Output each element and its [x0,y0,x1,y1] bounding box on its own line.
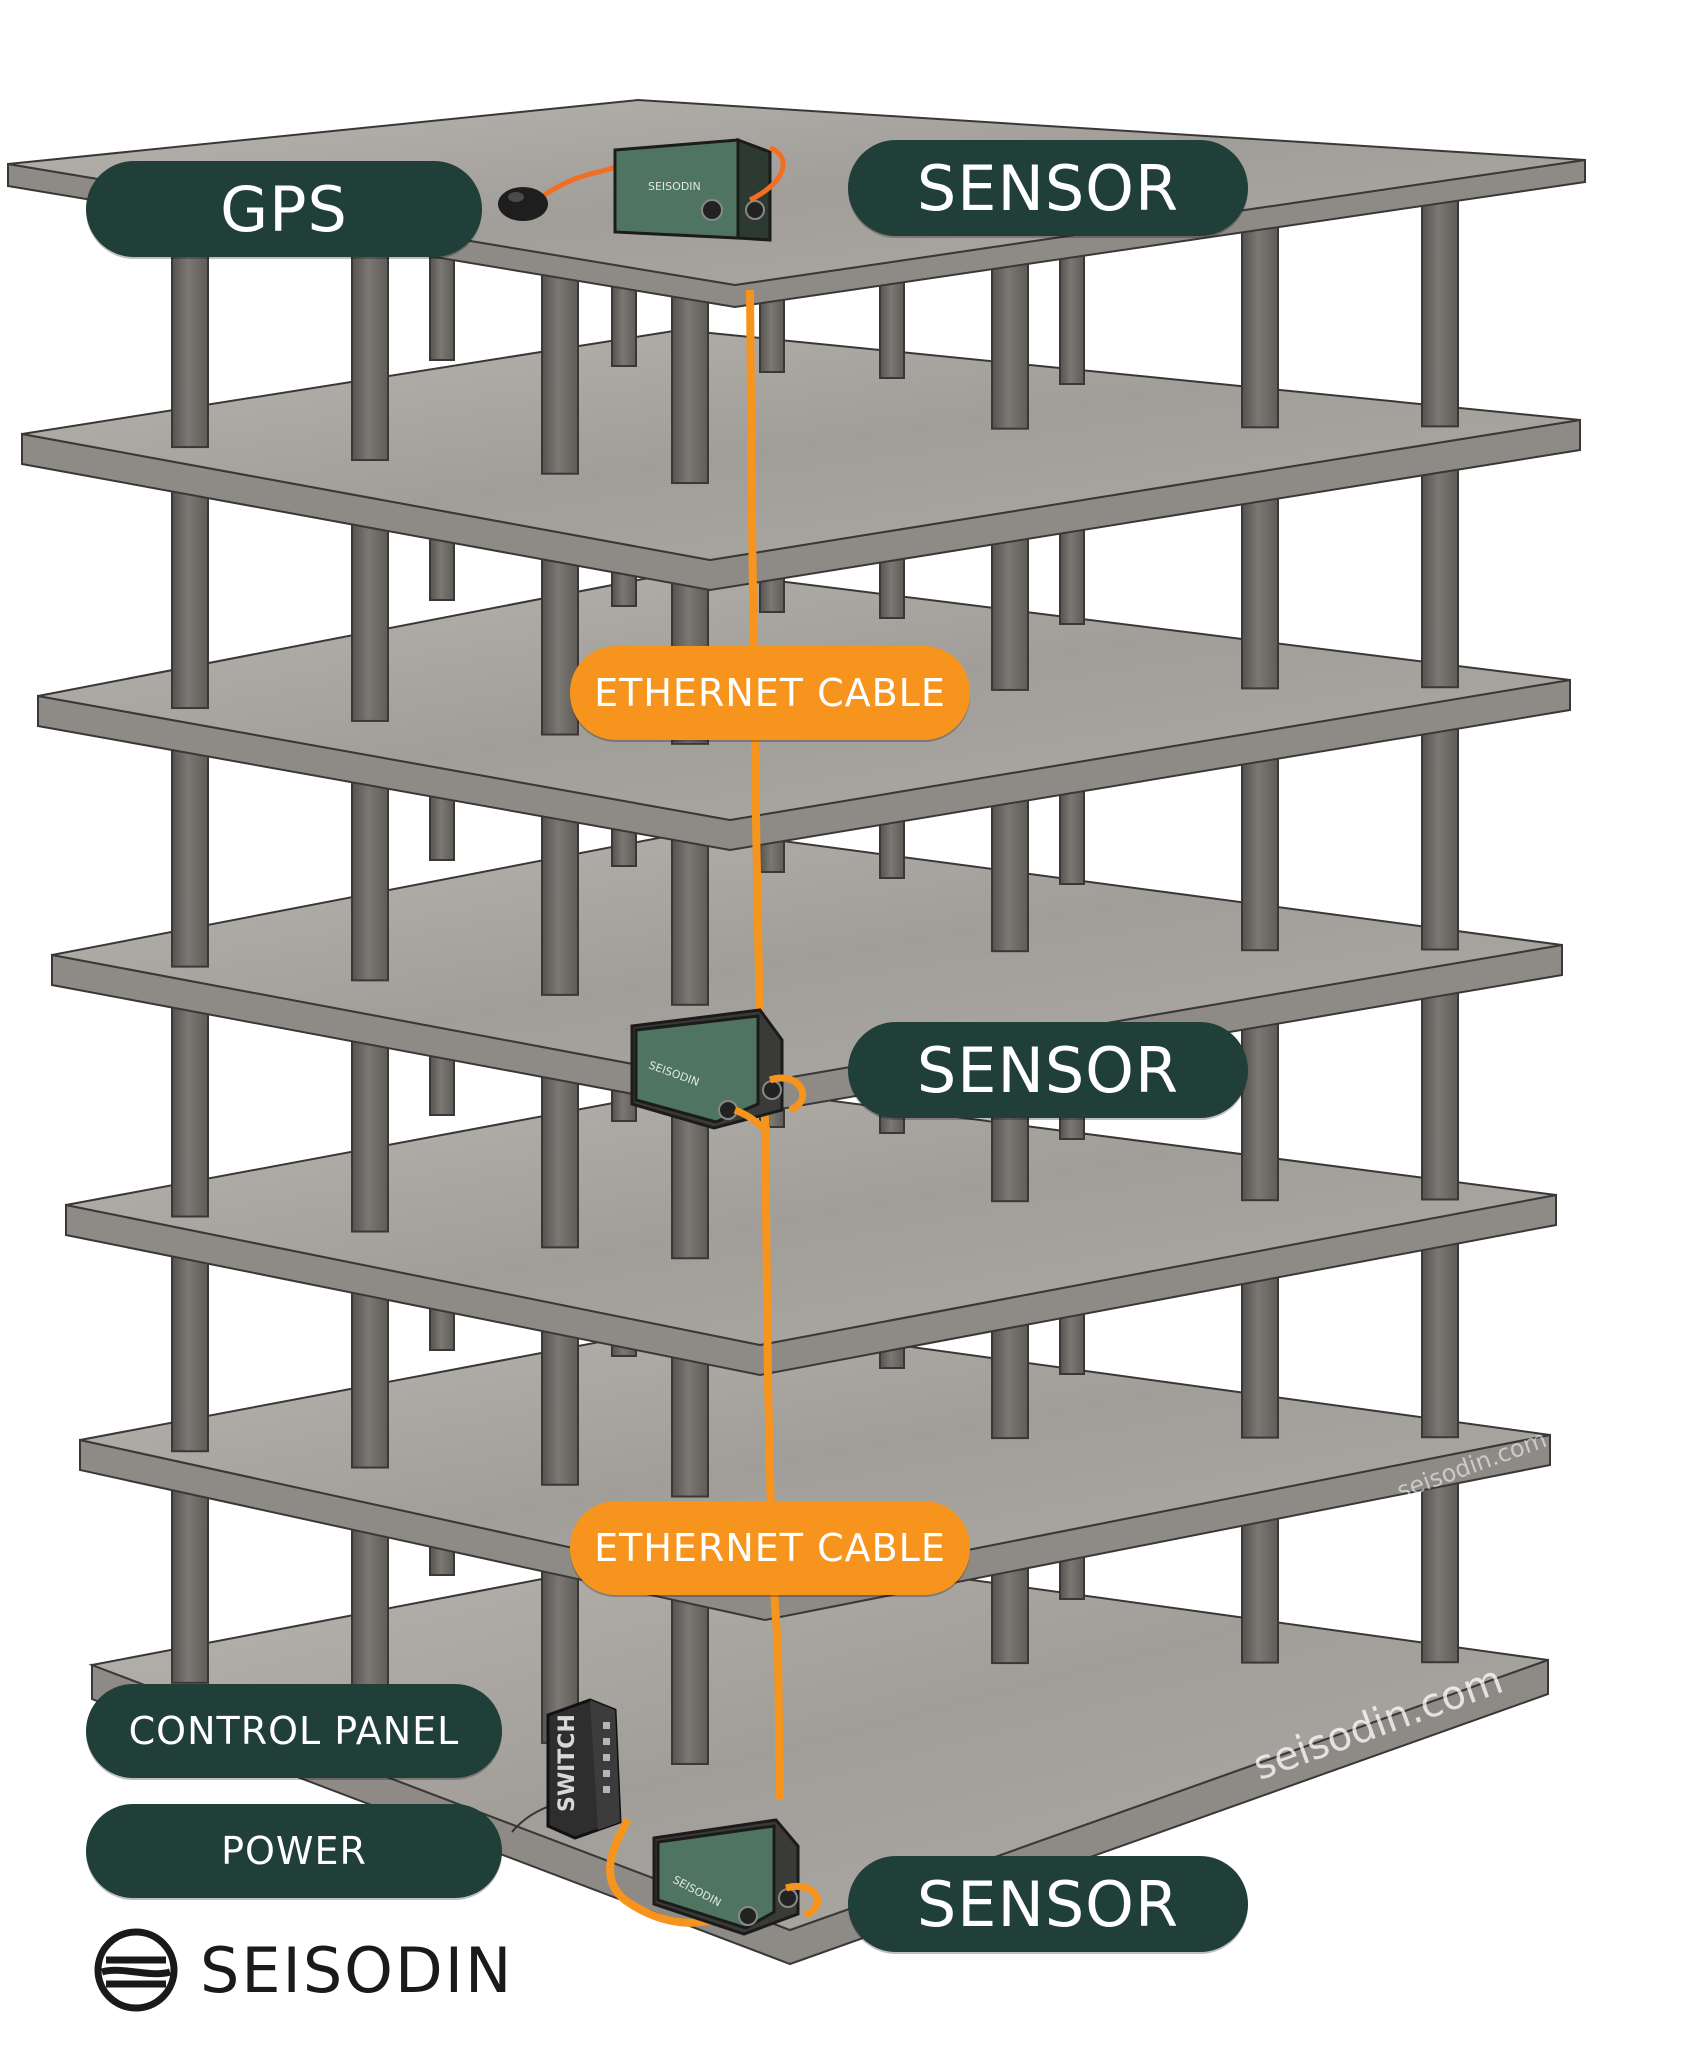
column [171,1469,209,1684]
floor-slab [79,1318,1551,1592]
brand-name: SEISODIN [200,1933,514,2007]
column [171,1234,209,1453]
floor-slab [88,1543,1549,1932]
switch-to-sensor-cable [606,1817,733,1927]
network-switch: SWITCH [546,1698,622,1840]
column [171,726,209,968]
sensor-box-top: SEISODIN [613,137,786,242]
column [1421,445,1459,689]
column [1421,968,1459,1201]
column [1421,1456,1459,1664]
column [1421,706,1459,951]
power-label: POWER [86,1804,502,1898]
sensor-box-bottom: SEISODIN [652,1818,821,1936]
column [1421,1218,1459,1439]
column [171,984,209,1218]
vertical-ethernet-cable [746,289,784,1801]
sensor-label-top: SENSOR [848,140,1248,236]
floor-slab [65,1083,1557,1347]
ethernet-cable-label-bottom: ETHERNET CABLE [570,1501,970,1595]
sensor-label-bottom: SENSOR [848,1856,1248,1952]
floor-slab [21,328,1581,562]
sensor-box-brand: SEISODIN [648,180,701,193]
sensor-label-middle: SENSOR [848,1022,1248,1118]
gps-antenna-icon [498,187,548,221]
gps-label: GPS [86,161,482,257]
control-panel-label: CONTROL PANEL [86,1684,502,1778]
ethernet-cable-label-top: ETHERNET CABLE [570,646,970,740]
building-structure [7,98,1586,1966]
devices: SEISODIN SEISODIN SEISODIN SWITCH [498,137,821,1936]
brand-logo: SEISODIN [92,1925,513,2015]
seisodin-logo-icon [94,1928,178,2012]
sensor-box-middle: SEISODIN [630,1008,806,1134]
switch-label: SWITCH [555,1714,580,1812]
column [171,465,209,710]
floor-slab [51,828,1563,1087]
column [1421,180,1459,428]
